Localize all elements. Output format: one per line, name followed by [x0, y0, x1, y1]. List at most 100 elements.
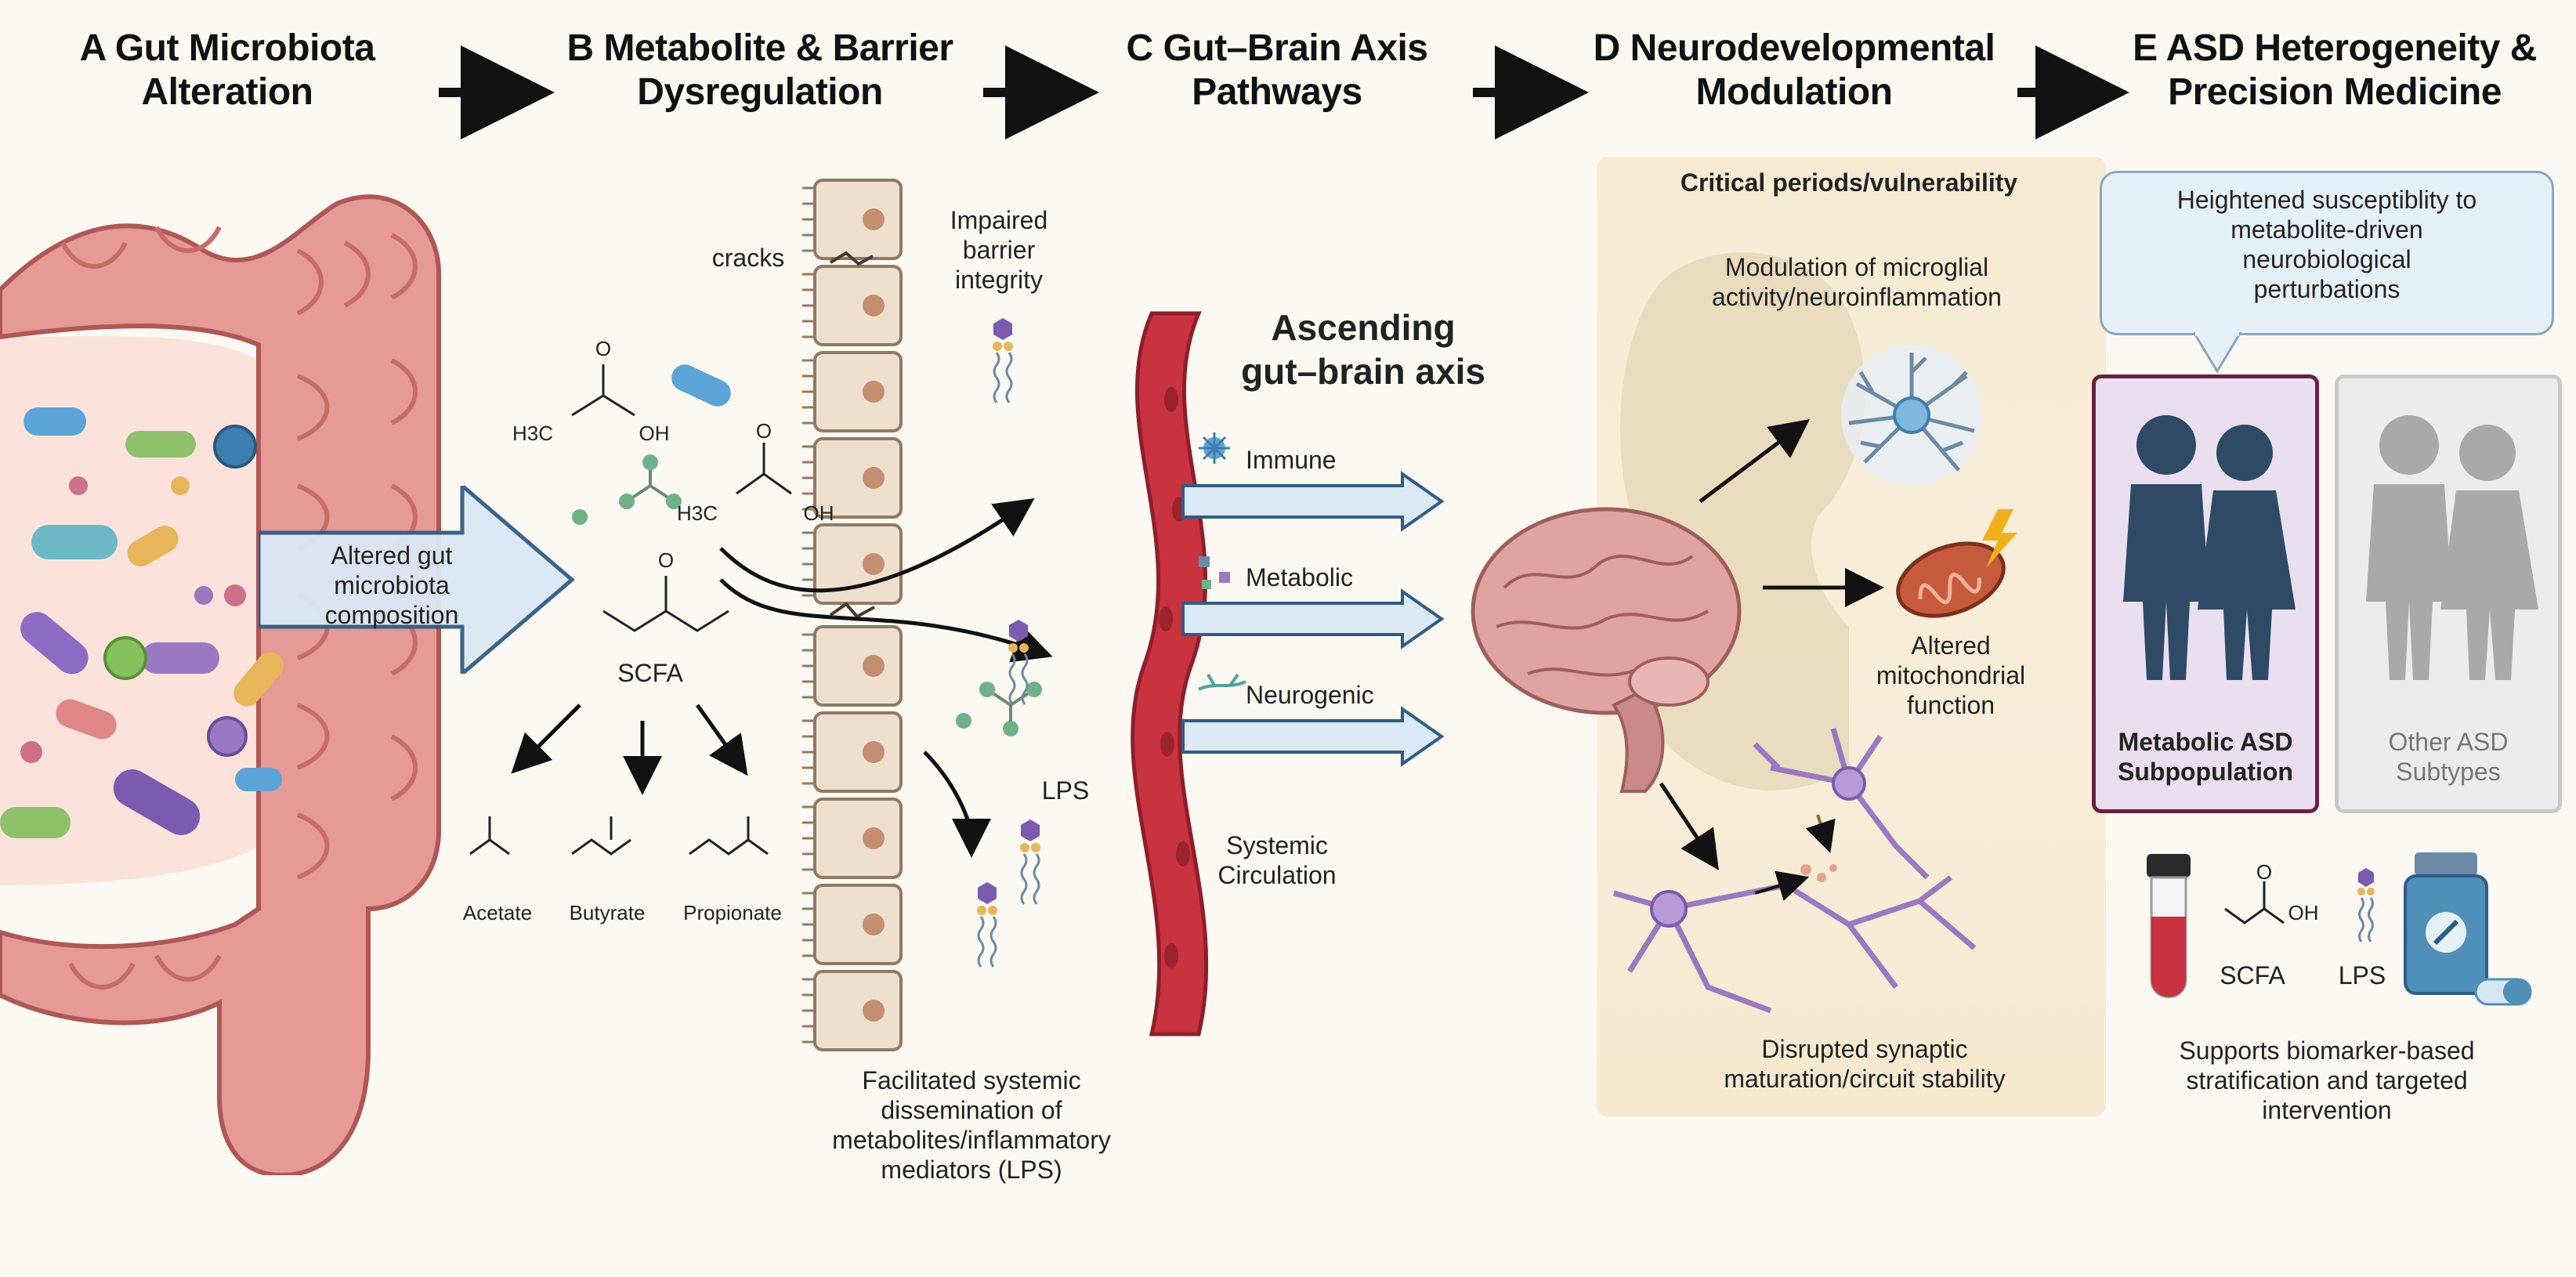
susceptibility-line1: Heightened susceptiblity to — [2176, 186, 2477, 214]
pathway-arrows — [1181, 432, 1445, 767]
susceptibility-line2: metabolite-driven — [2230, 215, 2423, 244]
chem-h3c-2: H3C — [676, 501, 718, 525]
other-asd-line2: Subtypes — [2396, 758, 2501, 786]
blood-tube-icon — [2147, 854, 2191, 998]
header-c-line1: C Gut–Brain Axis — [1126, 27, 1428, 69]
acetate-label: Acetate — [462, 901, 533, 924]
gut-illustration — [0, 194, 441, 1175]
altered-gut-line3: composition — [324, 601, 459, 629]
lps-glyphs — [977, 318, 1040, 968]
header-d-line2: Modulation — [1695, 71, 1893, 113]
synapse-line2: maturation/circuit stability — [1724, 1065, 2006, 1093]
propionate-label: Propionate — [683, 901, 782, 924]
neurodevelopment-illustration — [1471, 252, 2017, 1014]
biomarker-line3: intervention — [2262, 1096, 2392, 1124]
chem-oh-1: OH — [639, 421, 670, 445]
chem-h3c-1: H3C — [512, 421, 553, 445]
metabolic-asd-line2: Subpopulation — [2118, 758, 2293, 786]
immune-arrow — [1181, 471, 1445, 532]
bubble-tail — [2194, 332, 2242, 374]
systemic-circulation-label: Systemic Circulation — [1183, 830, 1371, 890]
biomarker-oh: OH — [2288, 901, 2319, 924]
microglia-line1: Modulation of microglial — [1724, 253, 1989, 281]
lps-label: LPS — [1041, 776, 1090, 805]
header-a: A Gut Microbiota Alteration — [39, 27, 415, 114]
biomarker-line1: Supports biomarker-based — [2179, 1036, 2475, 1065]
acetate-structure-top — [571, 364, 635, 417]
impaired-barrier-line2: barrier — [962, 236, 1036, 264]
impaired-barrier-line1: Impaired — [950, 206, 1048, 234]
header-b-line2: Dysregulation — [637, 71, 883, 113]
mitochondrion — [1896, 509, 2017, 618]
header-e-line1: E ASD Heterogeneity & — [2133, 27, 2537, 69]
susceptibility-text: Heightened susceptiblity to metabolite-d… — [2107, 185, 2546, 304]
biomarker-caption: Supports biomarker-based stratification … — [2107, 1036, 2546, 1125]
header-a-line2: Alteration — [141, 71, 313, 113]
biomarker-icons — [2147, 852, 2532, 1006]
header-b: B Metabolite & Barrier Dysregulation — [541, 27, 979, 114]
dissemination-line1: Facilitated systemic — [862, 1066, 1081, 1094]
colon-upper-wall — [0, 194, 441, 1175]
altered-gut-label: Altered gut microbiota composition — [282, 541, 501, 630]
header-a-line1: A Gut Microbiota — [79, 27, 375, 69]
altered-gut-line2: microbiota — [334, 571, 450, 599]
biomarker-line2: stratification and targeted — [2186, 1066, 2468, 1094]
microglia-label: Modulation of microglial activity/neuroi… — [1653, 252, 2060, 312]
header-c: C Gut–Brain Axis Pathways — [1089, 27, 1465, 114]
children-silhouettes — [2123, 415, 2538, 680]
medication-bottle-icon — [2404, 852, 2532, 1006]
other-children-icon — [2366, 415, 2538, 680]
metabolic-asd-line1: Metabolic ASD — [2118, 728, 2293, 756]
dissemination-line3: metabolites/inflammatory — [832, 1126, 1111, 1154]
dissemination-caption: Facilitated systemic dissemination of me… — [807, 1065, 1136, 1185]
header-arrows — [439, 45, 2129, 139]
header-b-line1: B Metabolite & Barrier — [566, 27, 953, 69]
header-e-line2: Precision Medicine — [2168, 71, 2502, 113]
mito-line1: Altered — [1911, 631, 1991, 660]
metabolic-asd-label: Metabolic ASD Subpopulation — [2096, 727, 2315, 787]
altered-gut-line1: Altered gut — [331, 541, 453, 570]
susceptibility-line4: perturbations — [2253, 275, 2401, 303]
impaired-barrier-label: Impaired barrier integrity — [924, 205, 1073, 295]
cracks-label: cracks — [711, 244, 785, 272]
microglia-line2: activity/neuroinflammation — [1712, 283, 2002, 311]
biomarker-o: O — [2256, 860, 2273, 884]
microglia-cell — [1841, 345, 1982, 486]
brain — [1471, 507, 1742, 793]
header-c-line2: Pathways — [1192, 71, 1362, 113]
metabolic-arrow — [1181, 588, 1445, 649]
chem-o-2: O — [755, 419, 772, 443]
biomarker-lps-label: LPS — [2338, 961, 2386, 989]
chem-oh-2: OH — [803, 501, 834, 525]
butyrate-label: Butyrate — [569, 901, 646, 924]
ascending-line2: gut–brain axis — [1241, 351, 1485, 392]
gut-lumen — [0, 335, 259, 885]
systemic-line1: Systemic — [1226, 831, 1328, 859]
header-d: D Neurodevelopmental Modulation — [1559, 27, 2029, 114]
synapse-line1: Disrupted synaptic — [1761, 1035, 1968, 1063]
neurons — [1613, 728, 1977, 1014]
critical-periods-label: Critical periods/vulnerability — [1680, 168, 2018, 197]
other-asd-line1: Other ASD — [2388, 728, 2509, 756]
header-d-line1: D Neurodevelopmental — [1593, 27, 1995, 69]
header-e: E ASD Heterogeneity & Precision Medicine — [2100, 27, 2570, 114]
synapse-label: Disrupted synaptic maturation/circuit st… — [1653, 1034, 2076, 1094]
metabolic-icon — [1199, 556, 1230, 589]
mito-label: Altered mitochondrial function — [1857, 631, 2045, 720]
impaired-barrier-line3: integrity — [954, 266, 1044, 294]
mito-line3: function — [1906, 691, 1995, 719]
mito-line2: mitochondrial — [1876, 661, 2026, 689]
immune-label: Immune — [1246, 446, 1337, 474]
metabolic-children-icon — [2123, 415, 2296, 680]
chem-o-3: O — [657, 548, 675, 572]
scfa-label: SCFA — [617, 659, 683, 687]
altered-gut-arrow — [259, 486, 575, 674]
dissemination-line2: dissemination of — [881, 1096, 1062, 1124]
neurogenic-label: Neurogenic — [1246, 681, 1374, 709]
immune-icon — [1199, 432, 1230, 464]
susceptibility-line3: neurobiological — [2242, 245, 2411, 273]
neurogenic-icon — [1198, 673, 1246, 691]
neurogenic-arrow — [1181, 706, 1445, 767]
metabolic-label: Metabolic — [1246, 563, 1353, 591]
dissemination-line4: mediators (LPS) — [881, 1156, 1062, 1184]
